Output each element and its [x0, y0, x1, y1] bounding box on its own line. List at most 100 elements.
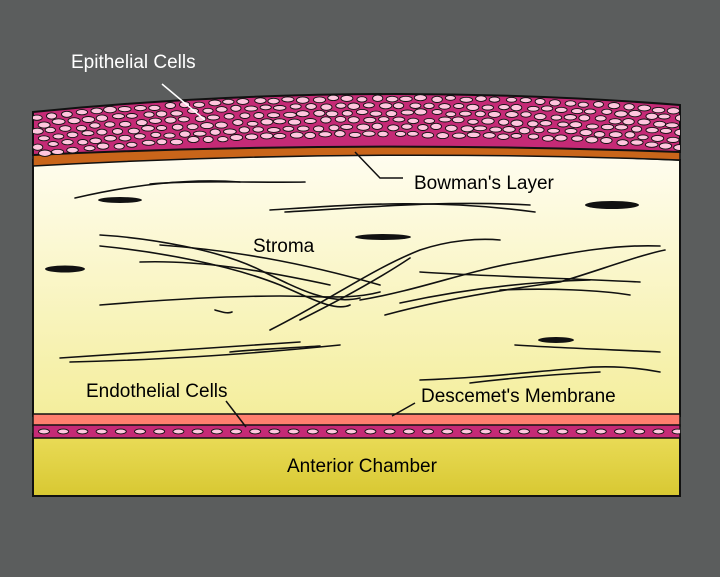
epithelial-cell [148, 117, 162, 124]
epithelial-cell [423, 102, 435, 110]
epithelial-cell [637, 104, 652, 112]
epithelial-cell [409, 102, 422, 109]
endothelial-cell [652, 428, 665, 435]
epithelial-cell [482, 132, 496, 139]
epithelial-cell [363, 116, 377, 124]
endothelial-cell [614, 428, 626, 435]
epithelial-cell [637, 118, 651, 126]
epithelial-cell [229, 134, 244, 141]
epithelial-cell [674, 128, 680, 137]
epithelial-cell [564, 100, 577, 107]
epithelial-cell [287, 118, 302, 126]
epithelial-cells [33, 94, 680, 157]
epithelial-cell [414, 108, 428, 116]
epithelial-cell [267, 97, 280, 105]
endothelial-cell [402, 428, 415, 435]
epithelial-cell [628, 109, 642, 118]
epithelial-cell [466, 131, 481, 139]
epithelial-cell [96, 142, 110, 150]
epithelial-cell [392, 102, 405, 110]
epithelial-cell [505, 96, 518, 103]
epithelial-cell [407, 117, 420, 125]
epithelial-cell [89, 122, 101, 129]
epithelial-cell [659, 127, 673, 134]
epithelial-cell [104, 121, 116, 128]
endothelial-cell [460, 428, 473, 435]
epithelial-cell [451, 116, 465, 124]
endothelial-cell [422, 428, 434, 435]
epithelial-cell [473, 125, 488, 132]
epithelial-cell [518, 127, 531, 135]
epithelial-cell [334, 115, 347, 123]
endothelial-cell [383, 428, 396, 435]
endothelial-cell [518, 428, 530, 435]
epithelial-cell [186, 123, 199, 131]
label-endothelial-cells: Endothelial Cells [86, 381, 228, 402]
epithelial-cell [541, 135, 555, 142]
endothelial-cell [326, 428, 338, 435]
epithelial-cell [51, 118, 66, 125]
epithelial-cell [37, 135, 50, 142]
epithelial-cell [600, 137, 613, 144]
epithelial-cell [520, 111, 532, 118]
leader-lines [161, 83, 416, 428]
epithelial-cell [631, 125, 643, 133]
epithelial-cell [118, 134, 132, 142]
epithelial-cell [33, 127, 44, 135]
epithelial-cell [217, 136, 229, 143]
epithelial-cell [387, 124, 400, 132]
epithelial-cell [155, 110, 168, 118]
epithelial-cell [163, 132, 176, 139]
epithelial-cell [252, 126, 264, 133]
endothelial-cell [134, 428, 146, 435]
epithelial-cell [616, 139, 629, 147]
epithelial-cell [505, 111, 519, 118]
epithelial-cell [563, 114, 577, 121]
epithelial-cell [44, 126, 56, 134]
epithelial-cell [510, 119, 524, 127]
epithelial-cell [282, 125, 295, 132]
epithelial-cell [644, 141, 659, 148]
epithelial-cell [125, 113, 138, 119]
epithelial-cell [148, 104, 161, 111]
epithelial-cell [673, 144, 680, 151]
epithelial-cell [607, 102, 621, 110]
epithelial-cell [209, 128, 221, 136]
label-epithelial-cells: Epithelial Cells [71, 52, 196, 73]
epithelial-cell [570, 108, 584, 115]
epithelial-cell [488, 96, 501, 103]
epithelial-cell [59, 125, 72, 132]
endothelial-cell [556, 428, 569, 435]
epithelial-cell [579, 129, 593, 137]
epithelial-cell [593, 131, 606, 138]
epithelial-cell [498, 104, 510, 111]
endothelial-cell [172, 428, 185, 435]
epithelial-cell [81, 116, 96, 123]
epithelial-cell [297, 125, 310, 132]
epithelial-cell [593, 101, 604, 108]
epithelial-cell [527, 133, 540, 140]
epithelial-cell [187, 135, 200, 144]
epithelial-cell [260, 132, 274, 140]
epithelial-cell [96, 128, 108, 136]
epithelial-cell [452, 132, 466, 139]
epithelial-cell [334, 130, 346, 138]
epithelial-cell [67, 117, 81, 125]
epithelial-cell [577, 101, 589, 108]
epithelial-cell [356, 123, 371, 131]
epithelial-cell [150, 131, 162, 138]
epithelial-cell [200, 122, 214, 130]
epithelial-cell [474, 110, 486, 118]
endothelial-cell [364, 428, 377, 435]
epithelial-cell [601, 108, 613, 115]
epithelial-cell [651, 106, 666, 114]
epithelial-cell [295, 110, 310, 118]
epithelial-cell [564, 128, 578, 135]
epithelial-cell [645, 126, 659, 134]
epithelial-cell [141, 139, 156, 146]
epithelial-cell [622, 118, 635, 126]
epithelial-cell [113, 143, 125, 150]
epithelial-cell [312, 96, 327, 104]
epithelial-cell [61, 139, 74, 146]
epithelial-cell [347, 102, 361, 110]
